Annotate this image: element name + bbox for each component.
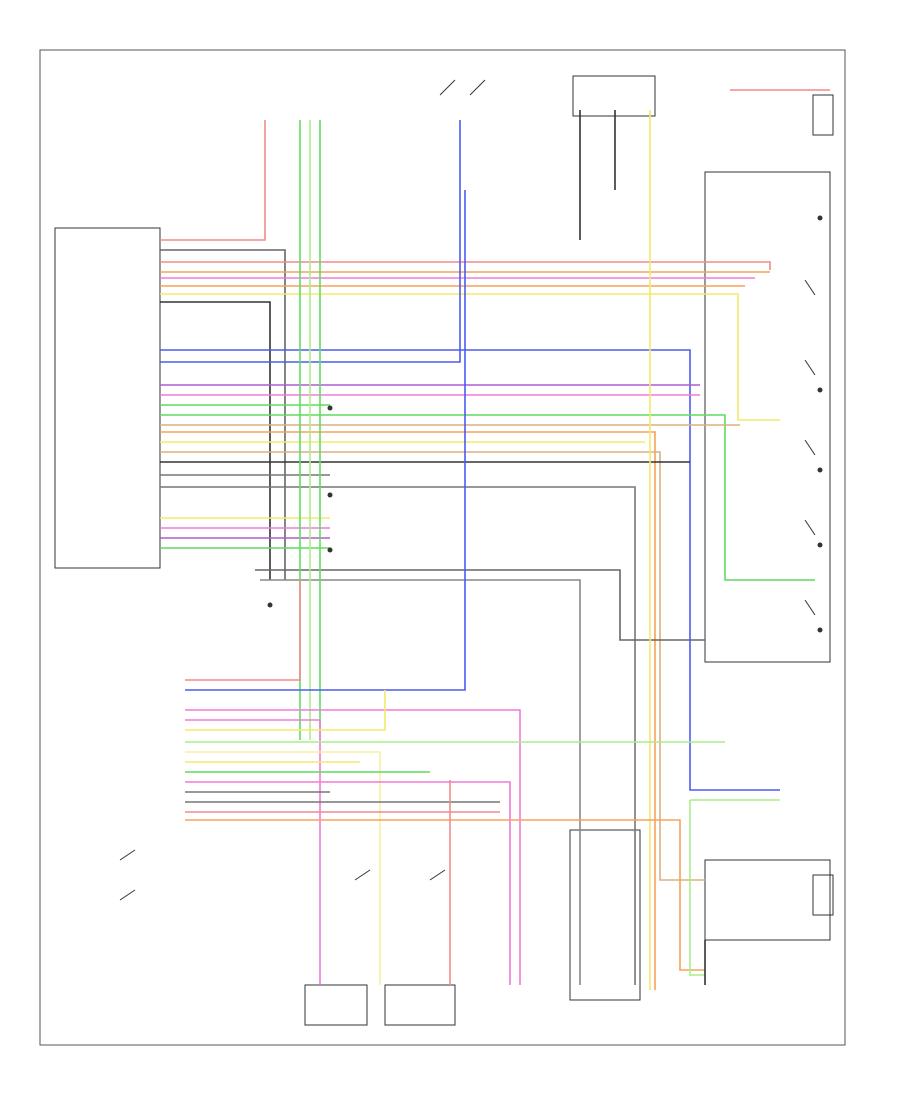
switch-7 bbox=[804, 599, 816, 616]
upper-center-switch-block bbox=[572, 75, 656, 117]
wire-red-v2 bbox=[185, 580, 301, 681]
wire-blue-1 bbox=[160, 349, 780, 791]
switch-2 bbox=[469, 79, 486, 96]
switch-5 bbox=[804, 439, 816, 456]
wire-tan-2 bbox=[160, 451, 705, 881]
ground-5 bbox=[817, 542, 823, 548]
upper-wires bbox=[185, 89, 830, 990]
wire-yellow-1 bbox=[160, 293, 780, 421]
wire-pink-l1 bbox=[185, 709, 521, 985]
wire-orange-l1 bbox=[185, 819, 705, 971]
diagram-frame bbox=[39, 49, 846, 1046]
center-sensor-block bbox=[384, 984, 456, 1026]
wire-pink-l3 bbox=[185, 781, 511, 985]
wire-blue-v1 bbox=[185, 190, 466, 691]
ground-1 bbox=[267, 602, 273, 608]
component-blocks bbox=[54, 75, 834, 1026]
wire-gray-4 bbox=[255, 569, 705, 641]
switch-6 bbox=[804, 519, 816, 536]
wire-red-1 bbox=[160, 120, 266, 241]
idle-control-block bbox=[304, 984, 368, 1026]
actuator-block bbox=[704, 859, 831, 941]
ground-7 bbox=[327, 492, 333, 498]
ground-4 bbox=[817, 467, 823, 473]
switch-11 bbox=[354, 869, 371, 881]
wire-gray-1 bbox=[160, 249, 286, 580]
switch-4 bbox=[804, 359, 816, 376]
fuse-block bbox=[812, 94, 834, 136]
relay-block bbox=[812, 874, 834, 916]
wire-red-2 bbox=[160, 261, 771, 270]
control-module-block bbox=[54, 227, 161, 569]
wire-green-r1 bbox=[689, 799, 780, 976]
switch-3 bbox=[804, 279, 816, 296]
ground-3 bbox=[817, 387, 823, 393]
switch-9 bbox=[119, 889, 136, 901]
wire-green-2 bbox=[160, 414, 815, 581]
wire-gray-5 bbox=[260, 579, 581, 985]
ground-8 bbox=[327, 547, 333, 553]
ground-6 bbox=[817, 627, 823, 633]
switch-symbols bbox=[119, 79, 816, 901]
right-switch-group bbox=[704, 171, 831, 663]
lower-right-module-block bbox=[569, 829, 641, 1001]
ground-symbols bbox=[267, 215, 823, 633]
wire-blue-2 bbox=[160, 120, 461, 363]
ground-2 bbox=[817, 215, 823, 221]
lower-wires bbox=[185, 690, 780, 985]
wire-yellow-l1 bbox=[185, 690, 386, 731]
wire-orange-3 bbox=[160, 431, 656, 990]
wire-gray-3 bbox=[160, 486, 636, 985]
switch-8 bbox=[119, 849, 136, 861]
switch-10 bbox=[429, 869, 446, 881]
wire-bus bbox=[160, 120, 815, 990]
ground-9 bbox=[327, 405, 333, 411]
switch-1 bbox=[439, 79, 456, 96]
wire-pink-l2 bbox=[185, 719, 321, 985]
wire-yellow-l2 bbox=[185, 751, 381, 985]
